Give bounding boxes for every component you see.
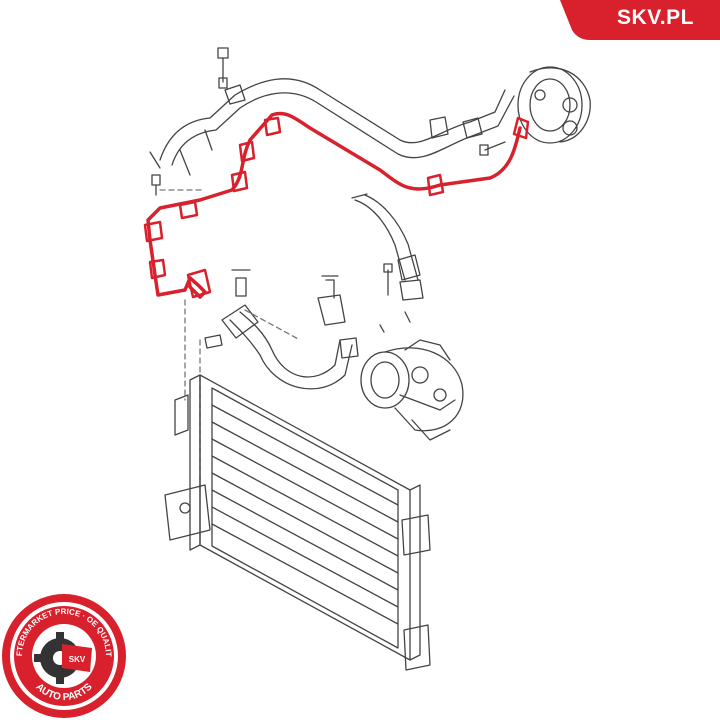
brand-logo-text: SKV.PL xyxy=(617,6,694,29)
brand-tab: SKV.PL xyxy=(560,0,720,40)
bolt-left xyxy=(151,174,206,196)
brand-tab-fill xyxy=(560,0,720,40)
assembly-lines xyxy=(184,299,301,491)
seal-center-text: SKV xyxy=(69,655,86,664)
suction-hose xyxy=(351,193,424,301)
bolt-upper xyxy=(217,47,229,89)
discharge-hose xyxy=(204,275,359,390)
brand-tab-shape xyxy=(560,0,720,40)
condenser xyxy=(164,374,431,671)
expansion-valve xyxy=(517,66,591,144)
ac-compressor xyxy=(360,339,464,441)
skv-seal-logo: AFTERMARKET PRICE · OE QUALITY AUTO PART… xyxy=(0,592,126,718)
bolt-right-upper xyxy=(479,141,506,156)
seal-banner xyxy=(62,644,92,672)
highlighted-ac-pipe xyxy=(143,111,530,299)
upper-hose xyxy=(149,78,515,176)
bolt-compressor xyxy=(379,263,411,333)
pressure-switch xyxy=(231,269,251,297)
